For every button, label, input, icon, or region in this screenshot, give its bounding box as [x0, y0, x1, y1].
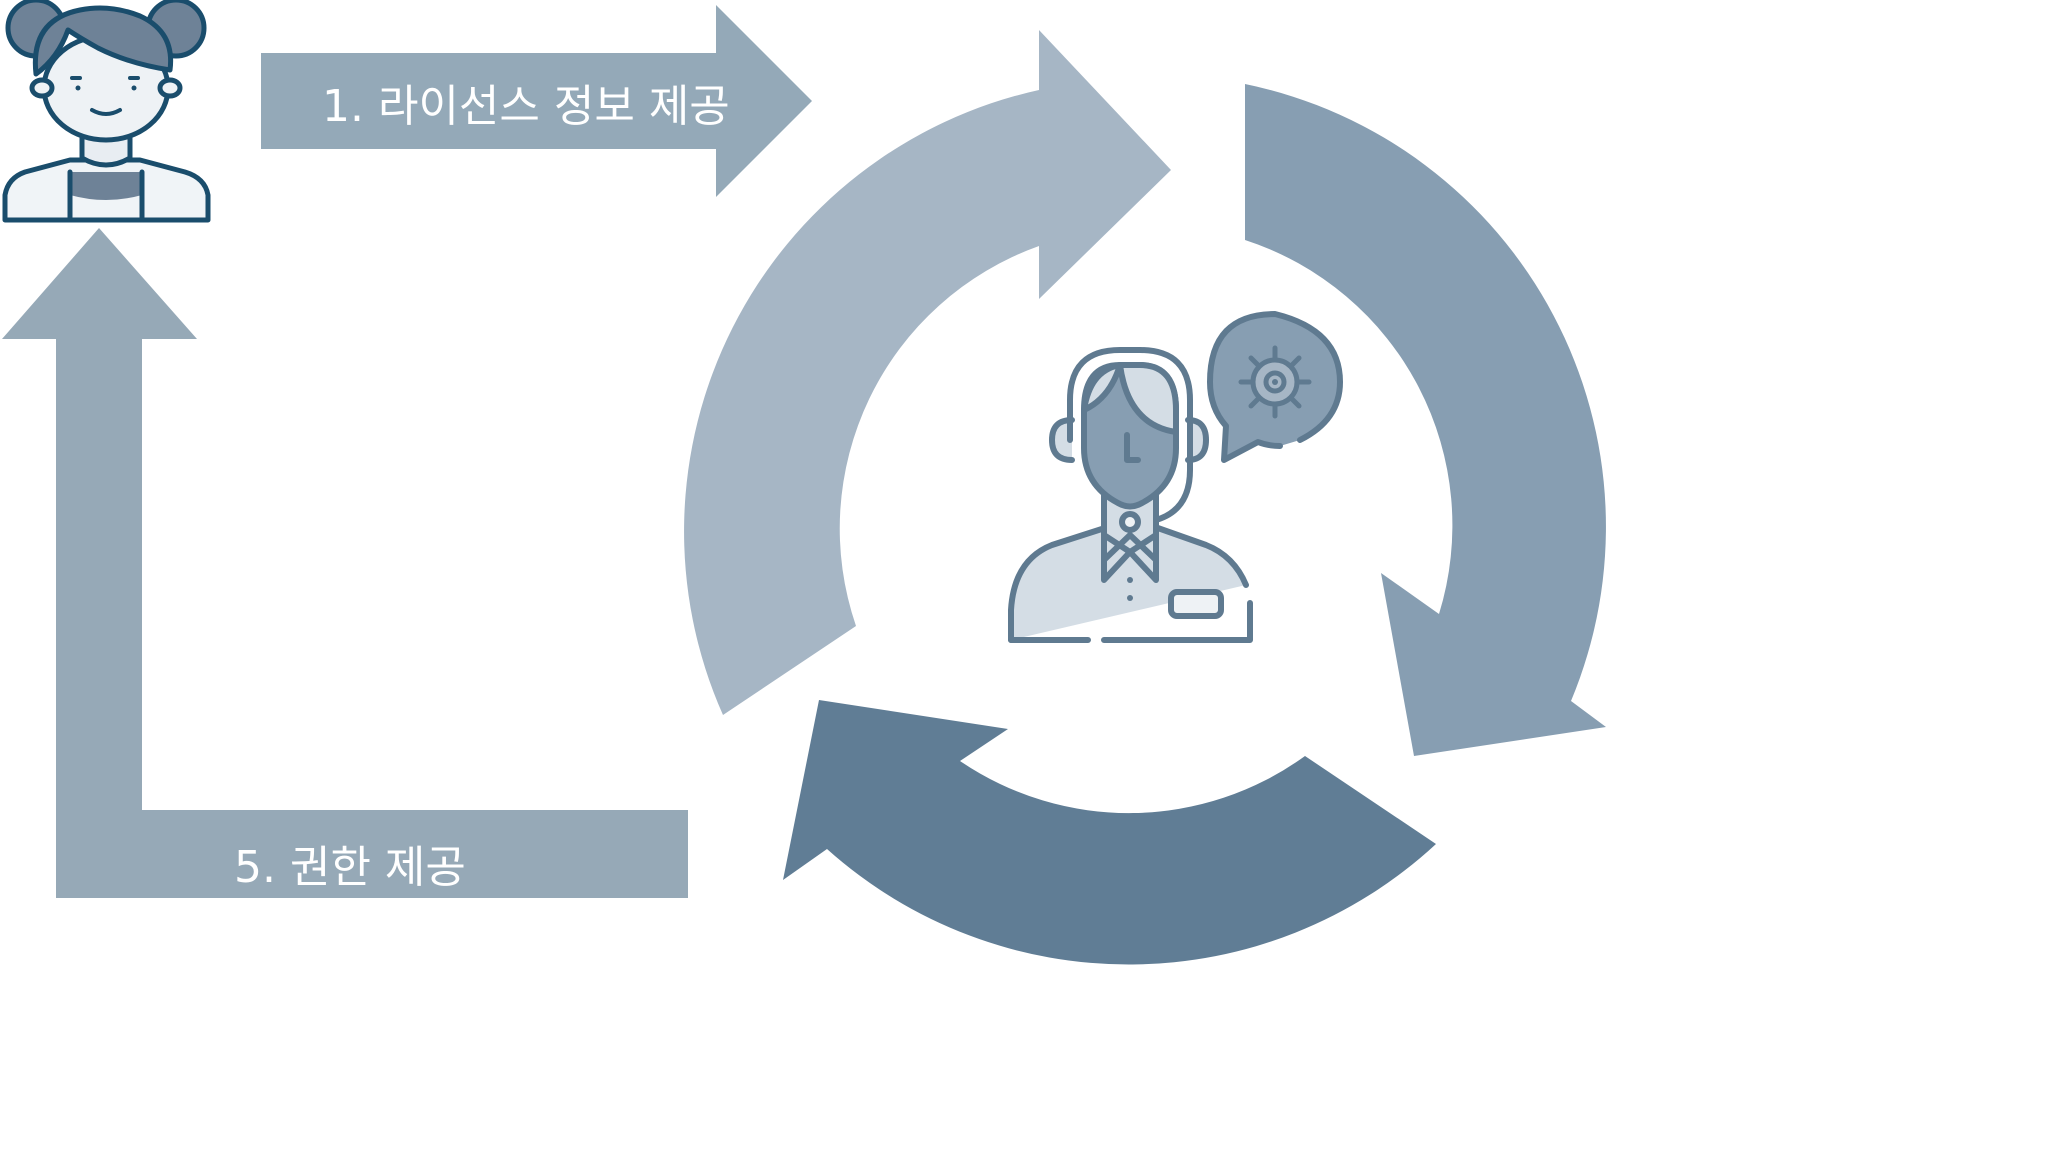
woman-avatar-icon: [2, 0, 211, 223]
cycle-arrow-bottom: [783, 700, 1436, 965]
step-5-label: 5. 권한 제공: [234, 842, 466, 893]
step-1-arrow: 1. 라이선스 정보 제공: [261, 5, 812, 197]
step-5-arrow: 5. 권한 제공: [2, 228, 688, 898]
support-agent-icon: [1008, 311, 1343, 643]
step-1-label: 1. 라이선스 정보 제공: [322, 81, 730, 132]
cycle-arrow-right: [1245, 84, 1606, 756]
cycle-arrow-left: [684, 30, 1171, 715]
